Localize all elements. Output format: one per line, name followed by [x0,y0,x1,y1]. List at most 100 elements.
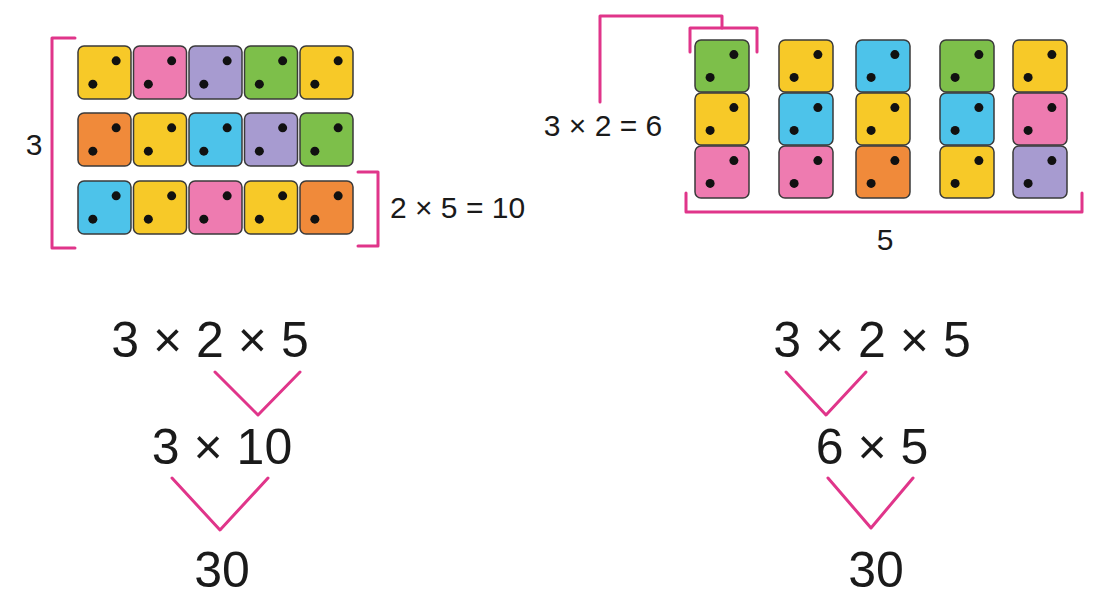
die [940,146,994,198]
die-pip [255,80,264,89]
factor-tree-branch [786,372,866,415]
die-pip [813,103,822,112]
die-pip [278,123,287,132]
die-pip [974,50,983,59]
die-pip [790,179,799,188]
column-bracket [690,28,757,52]
die-face [245,181,298,234]
die-pip [144,147,153,156]
die-pip [310,147,319,156]
die-pip [167,56,176,65]
die [779,93,833,145]
die-pip [255,147,264,156]
expression: 3 × 2 × 5 [773,315,970,365]
die [856,40,910,92]
factor-tree-branch [172,478,268,530]
die-pip [167,123,176,132]
dimension-label: 2 × 5 = 10 [390,193,525,223]
die-face [189,46,242,99]
dice-arrays [78,40,1067,234]
die [134,181,187,234]
die-pip [951,126,960,135]
die [300,113,353,166]
die [245,46,298,99]
die-pip [278,191,287,200]
die-pip [1047,156,1056,165]
die-pip [706,73,715,82]
die-pip [1024,73,1033,82]
die-face [245,113,298,166]
die-pip [112,56,121,65]
die [695,146,749,198]
die-pip [1024,179,1033,188]
die-face [300,113,353,166]
die-pip [867,179,876,188]
die [779,146,833,198]
die-pip [223,191,232,200]
die-pip [813,50,822,59]
row-bracket [358,172,378,246]
die-pip [223,56,232,65]
expression: 6 × 5 [816,422,929,472]
die-pip [890,50,899,59]
die-face [1013,40,1067,92]
die [856,146,910,198]
die-face [78,113,131,166]
die-pip [144,80,153,89]
die-face [695,146,749,198]
die-pip [255,215,264,224]
die-pip [334,191,343,200]
die [134,46,187,99]
die [78,181,131,234]
die [134,113,187,166]
die-face [695,40,749,92]
expression: 3 × 10 [152,422,292,472]
die-pip [890,103,899,112]
die-pip [88,147,97,156]
die-face [300,46,353,99]
die-pip [1024,126,1033,135]
die-pip [223,123,232,132]
die-face [856,93,910,145]
die [78,113,131,166]
die-pip [729,103,738,112]
die-pip [706,179,715,188]
die [189,181,242,234]
die [856,93,910,145]
die-pip [974,103,983,112]
expression: 3 × 2 × 5 [111,315,308,365]
die-pip [706,126,715,135]
die-face [134,113,187,166]
die-pip [974,156,983,165]
factor-tree-branch [828,478,913,528]
die-face [300,181,353,234]
die [78,46,131,99]
die [779,40,833,92]
die [940,93,994,145]
dimension-label: 3 × 2 = 6 [544,111,662,141]
columns-bracket [686,193,1082,212]
die-pip [813,156,822,165]
die [189,46,242,99]
die [1013,93,1067,145]
die-face [78,181,131,234]
die-pip [890,156,899,165]
die-face [856,146,910,198]
die-pip [167,191,176,200]
die-pip [790,73,799,82]
die-pip [867,73,876,82]
die-pip [951,179,960,188]
die-face [1013,146,1067,198]
die-pip [334,56,343,65]
die-face [940,146,994,198]
die [695,93,749,145]
die [1013,40,1067,92]
die-pip [334,123,343,132]
die-pip [1047,103,1056,112]
die [300,46,353,99]
die-pip [867,126,876,135]
die [189,113,242,166]
die-face [779,40,833,92]
